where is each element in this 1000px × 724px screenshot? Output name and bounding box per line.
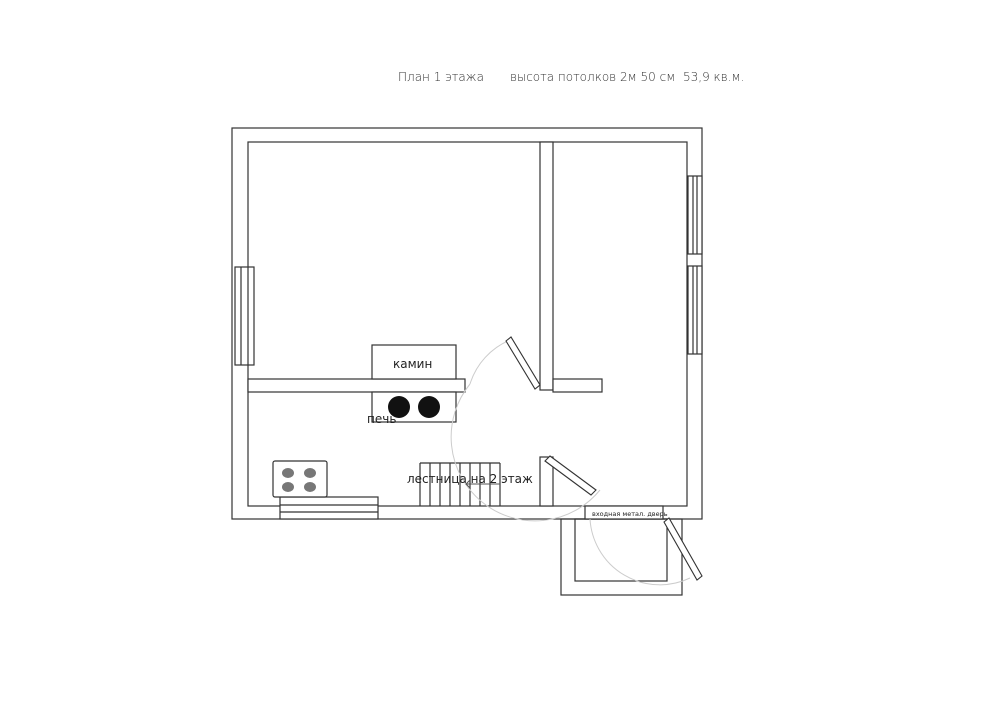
window-right-lower: [687, 265, 703, 355]
window-right-upper: [687, 175, 703, 255]
outer-wall-outer: [231, 127, 703, 520]
interior-wall-vertical: [539, 141, 554, 391]
vestibule-outer: [560, 518, 683, 596]
door-swing-arc-entrance: [589, 518, 691, 586]
interior-wall-stub: [552, 378, 603, 393]
cooktop-burner-2: [304, 468, 316, 478]
stove-burner-1: [388, 396, 410, 418]
stove: [371, 391, 457, 423]
entrance-door-label: входная метал. дверь: [592, 510, 668, 518]
floor-area: 53,9 кв.м.: [683, 70, 745, 84]
window-bottom: [279, 496, 379, 520]
door-leaf-lower: [544, 455, 597, 496]
vestibule-inner: [574, 518, 668, 582]
cooktop-burner-3: [282, 482, 294, 492]
stove-label: печь: [367, 412, 396, 426]
outer-wall-inner: [247, 141, 688, 507]
door-swing-arc-lower: [450, 383, 601, 522]
interior-wall-lower: [539, 456, 554, 507]
cooktop-burner-1: [282, 468, 294, 478]
door-leaf-entrance: [663, 517, 703, 581]
cooktop: [272, 460, 328, 498]
ceiling-height-note: высота потолков 2м 50 см: [510, 70, 676, 84]
fireplace-label: камин: [393, 357, 432, 371]
stairs-label: лестница на 2 этаж: [407, 472, 533, 486]
door-swing-arc-upper: [469, 339, 511, 385]
cooktop-burner-4: [304, 482, 316, 492]
window-left: [234, 266, 255, 366]
fireplace: [371, 344, 457, 380]
plan-title: План 1 этажа: [398, 70, 484, 84]
entrance-door-frame: [584, 505, 664, 520]
door-leaf-upper: [505, 336, 541, 390]
interior-wall-horizontal: [247, 378, 466, 393]
stove-burner-2: [418, 396, 440, 418]
